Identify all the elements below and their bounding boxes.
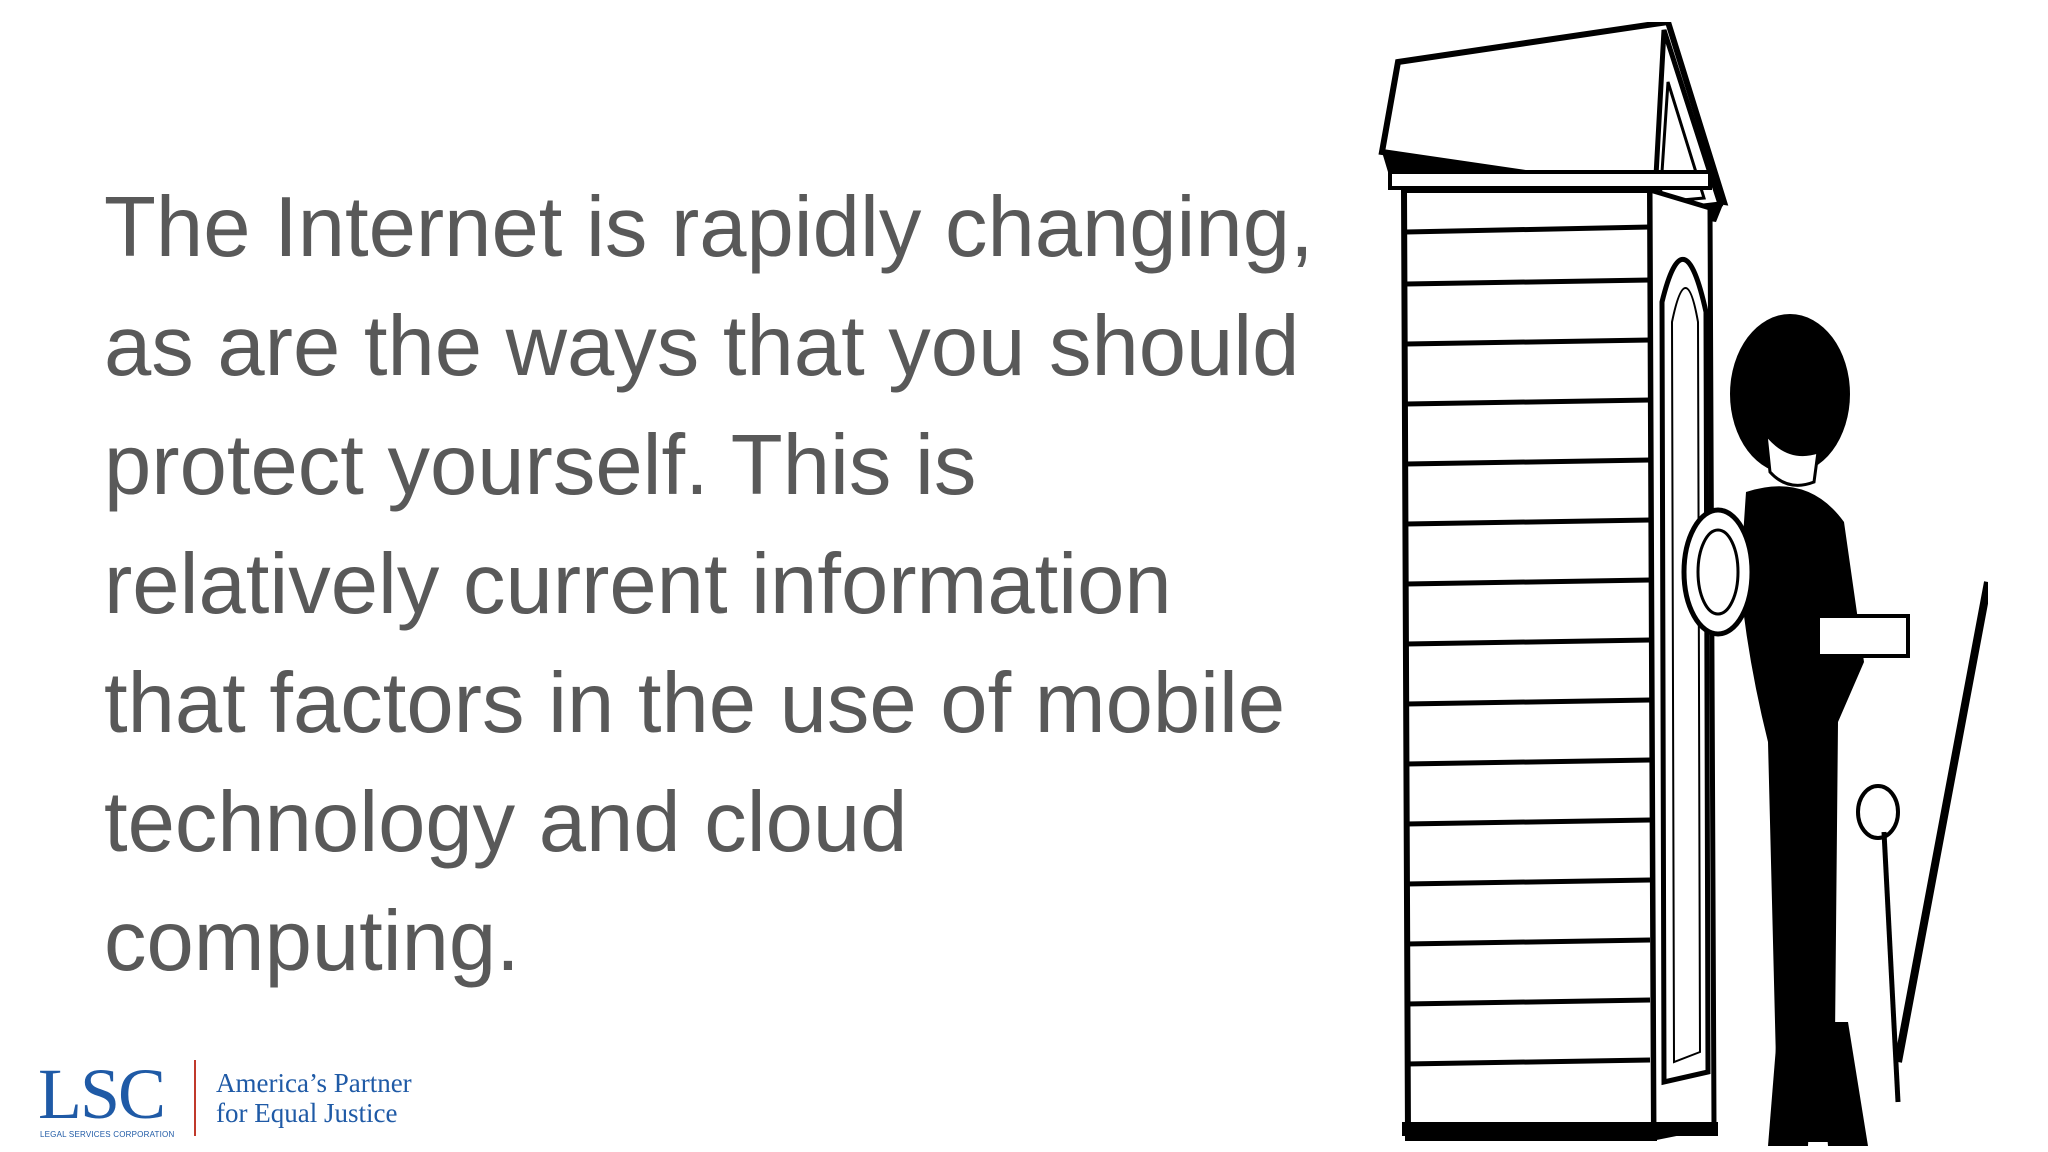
sentry-box-guard-illustration [1378, 22, 1988, 1146]
logo-divider [194, 1060, 196, 1136]
slide-body-text: The Internet is rapidly changing, as are… [104, 180, 1314, 989]
logo-tagline: America’s Partner for Equal Justice [216, 1068, 412, 1128]
logo-tagline-line1: America’s Partner [216, 1068, 412, 1098]
logo-tagline-line2: for Equal Justice [216, 1098, 398, 1128]
lsc-logo: LSC LEGAL SERVICES CORPORATION America’s… [38, 1058, 458, 1140]
logo-mark: LSC [38, 1054, 166, 1134]
logo-subtitle: LEGAL SERVICES CORPORATION [40, 1130, 175, 1139]
